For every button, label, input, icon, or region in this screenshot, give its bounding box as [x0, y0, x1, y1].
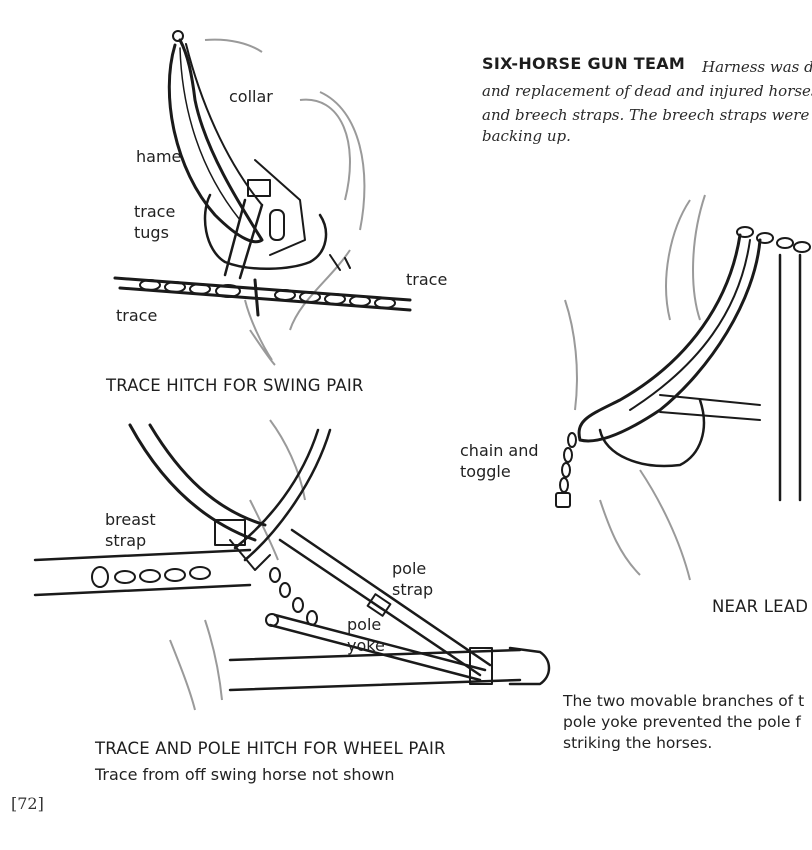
swing-hitch-illustration — [115, 31, 410, 365]
header-line-3: and breech straps. The breech straps wer… — [482, 106, 809, 124]
label-trace-right: trace — [406, 269, 447, 290]
label-breast-strap: strap — [105, 530, 146, 551]
label-pole-strap-line1: pole — [392, 558, 426, 579]
caption-wheel-pair: TRACE AND POLE HITCH FOR WHEEL PAIR — [95, 739, 446, 758]
near-lead-illustration — [556, 195, 810, 580]
label-breast: breast — [105, 509, 156, 530]
header-line-1: Harness was d — [702, 58, 812, 76]
caption-near-lead: NEAR LEAD — [712, 597, 808, 616]
side-note-line-3: striking the horses. — [563, 733, 712, 753]
label-pole-yoke-line1: pole — [347, 614, 381, 635]
label-trace-tugs-line2: tugs — [134, 222, 169, 243]
header-title: SIX-HORSE GUN TEAM — [482, 54, 685, 73]
header-line-2: and replacement of dead and injured hors… — [482, 82, 812, 100]
subcaption-wheel-pair: Trace from off swing horse not shown — [95, 764, 395, 785]
label-toggle: toggle — [460, 461, 511, 482]
label-chain-and: chain and — [460, 440, 539, 461]
side-note-line-2: pole yoke prevented the pole f — [563, 712, 801, 732]
header-line-4: backing up. — [482, 127, 571, 145]
label-trace-tugs-line1: trace — [134, 201, 175, 222]
label-pole-strap-line2: strap — [392, 579, 433, 600]
side-note-line-1: The two movable branches of t — [563, 691, 804, 711]
label-hame: hame — [136, 146, 181, 167]
label-trace-left: trace — [116, 305, 157, 326]
label-collar: collar — [229, 86, 273, 107]
caption-swing-pair: TRACE HITCH FOR SWING PAIR — [106, 376, 364, 395]
label-pole-yoke-line2: yoke — [347, 635, 385, 656]
page-number: [72] — [11, 794, 44, 813]
